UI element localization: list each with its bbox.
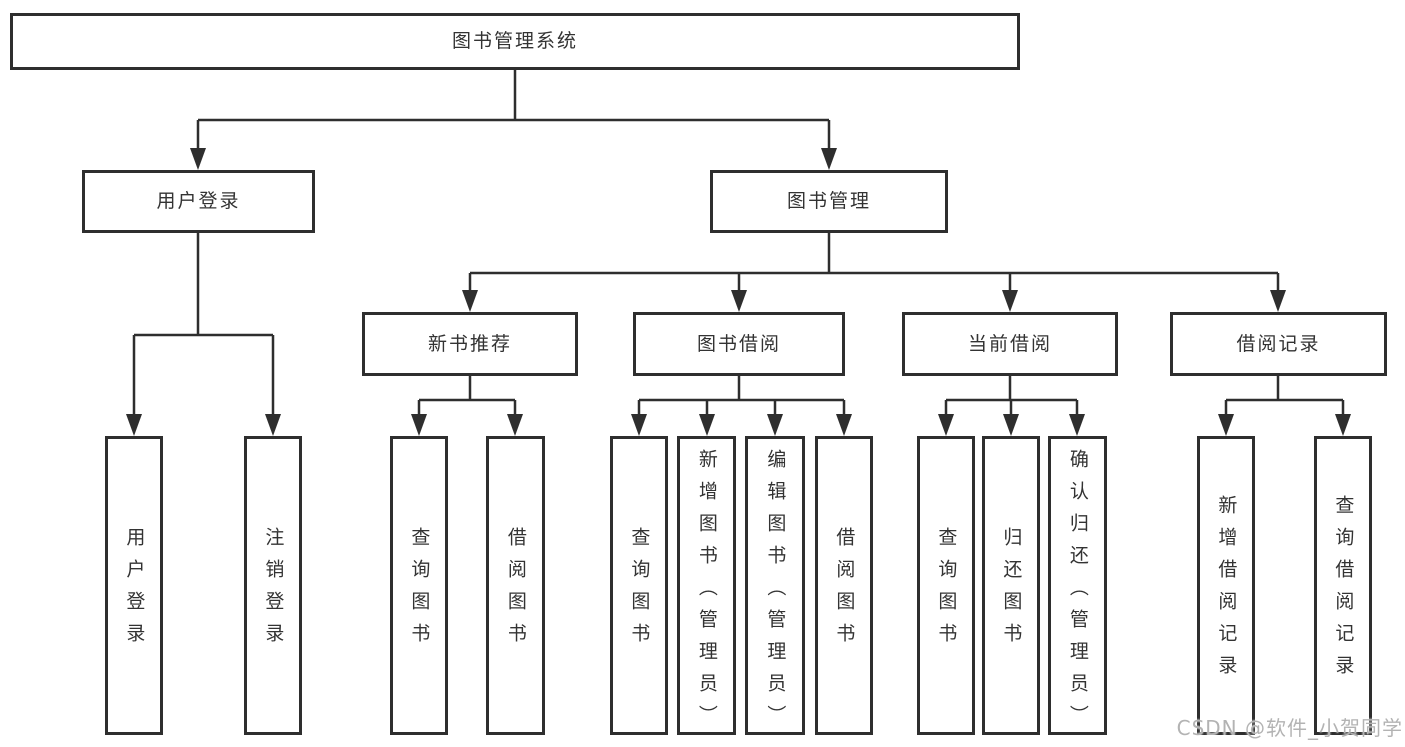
leaf-query-borrow-record: 查询借阅记录 [1314,436,1372,735]
leaf-add-books-admin: 新增图书（管理员） [677,436,736,737]
connector-new-book-recommendation-to-leaves [411,376,523,436]
connector-current-borrowing-to-leaves [938,376,1085,436]
arrowhead-icon [190,148,206,170]
arrowhead-icon [462,290,478,312]
arrowhead-icon [1218,414,1234,436]
connector-book-borrowing-to-leaves [631,376,852,436]
leaf-user-login: 用户登录 [105,436,163,735]
arrowhead-icon [411,414,427,436]
leaf-edit-books-admin: 编辑图书（管理员） [745,436,805,737]
node-user-login: 用户登录 [82,170,315,233]
node-new-book-recommendation: 新书推荐 [362,312,578,376]
arrowhead-icon [265,414,281,436]
connector-book-management-to-level3 [462,233,1286,312]
watermark: CSDN @软件_小贺同学 [1176,716,1403,740]
arrowhead-icon [1270,290,1286,312]
arrowhead-icon [126,414,142,436]
arrowhead-icon [731,290,747,312]
arrowhead-icon [767,414,783,436]
leaf-query-books-current: 查询图书 [917,436,975,735]
node-book-borrowing: 图书借阅 [633,312,845,376]
arrowhead-icon [507,414,523,436]
arrowhead-icon [631,414,647,436]
leaf-query-books-recommend: 查询图书 [390,436,448,735]
node-borrowing-records: 借阅记录 [1170,312,1387,376]
arrowhead-icon [821,148,837,170]
arrowhead-icon [1003,414,1019,436]
leaf-add-borrow-record: 新增借阅记录 [1197,436,1255,735]
node-current-borrowing: 当前借阅 [902,312,1118,376]
arrowhead-icon [938,414,954,436]
leaf-logout: 注销登录 [244,436,302,735]
leaf-borrow-books-recommend: 借阅图书 [486,436,545,735]
arrowhead-icon [1002,290,1018,312]
connector-root-to-level2 [190,70,837,170]
leaf-borrow-books: 借阅图书 [815,436,873,735]
arrowhead-icon [1335,414,1351,436]
arrowhead-icon [836,414,852,436]
leaf-query-books-borrowing: 查询图书 [610,436,668,735]
node-book-management: 图书管理 [710,170,948,233]
connector-borrowing-records-to-leaves [1218,376,1351,436]
leaf-confirm-return-admin: 确认归还（管理员） [1048,436,1107,737]
connector-user-login-to-leaves [126,233,281,436]
leaf-return-books: 归还图书 [982,436,1040,735]
arrowhead-icon [699,414,715,436]
arrowhead-icon [1069,414,1085,436]
node-library-management-system: 图书管理系统 [10,13,1020,70]
